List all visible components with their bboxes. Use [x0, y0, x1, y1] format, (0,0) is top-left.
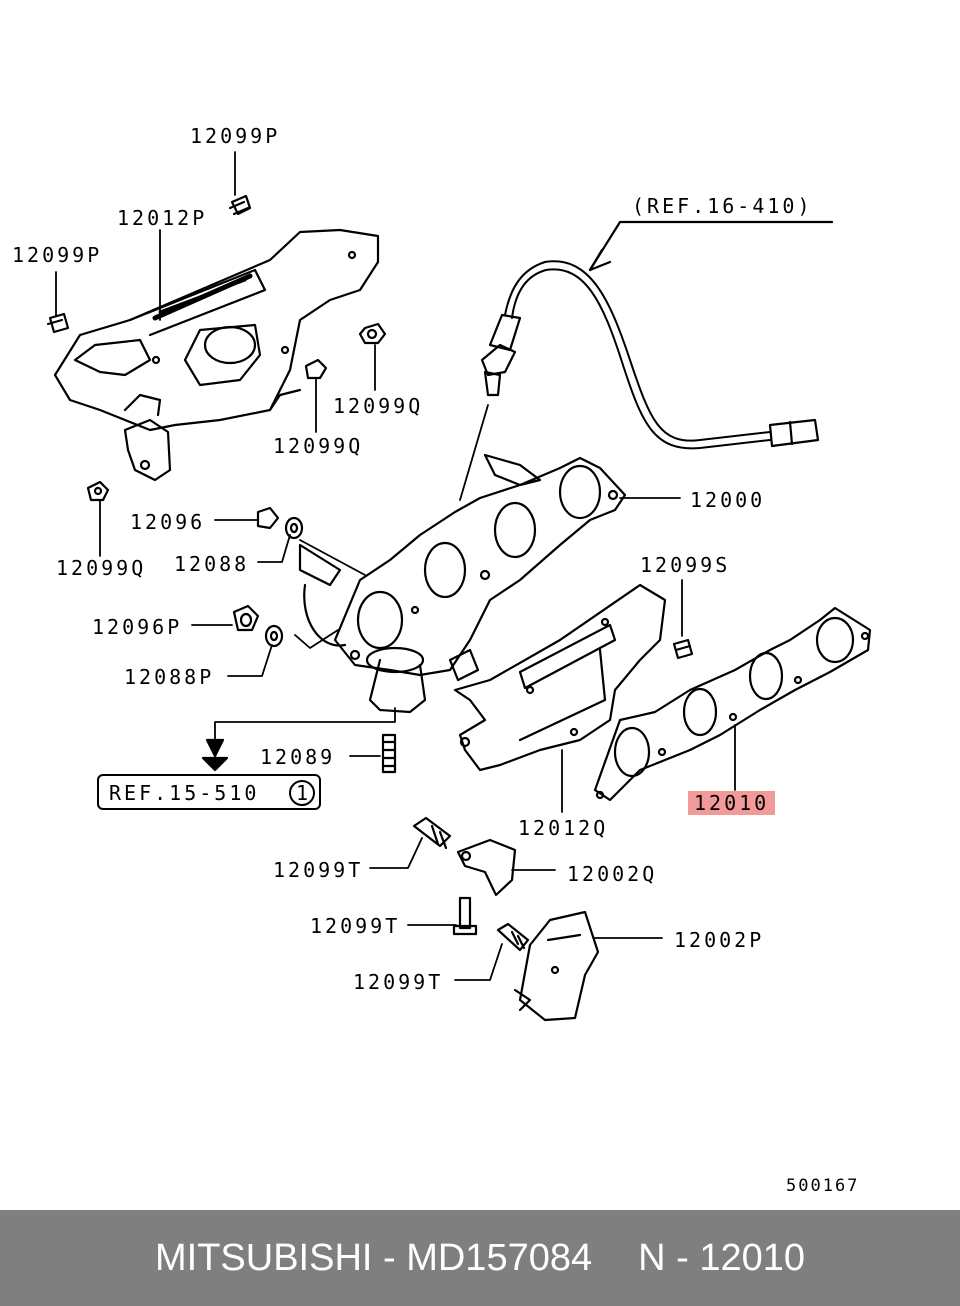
leader-lines [55, 151, 736, 981]
diagram-id: 500167 [786, 1176, 860, 1196]
callout-12012Q: 12012Q [518, 816, 609, 840]
callout-12099S: 12099S [640, 553, 731, 577]
callout-12089: 12089 [260, 745, 336, 769]
callout-12088: 12088 [174, 552, 250, 576]
heat-shield-upper [53, 228, 380, 482]
bolt-12099T-a [412, 816, 452, 850]
callout-12099Q-left: 12099Q [56, 556, 147, 580]
bolt-12099T-b [452, 896, 478, 936]
ref-box-text: REF.15-510 [109, 781, 260, 805]
parts-diagram: 12099P 12012P 12099P (REF.16-410) 12099Q… [12, 124, 872, 1196]
heat-shield-lower [453, 583, 667, 772]
callout-12099Q-right: 12099Q [333, 394, 424, 418]
ref-arrow-head [201, 756, 229, 772]
nut-12099Q-mid [304, 358, 328, 380]
callout-12096: 12096 [130, 510, 206, 534]
washer-12088 [284, 516, 304, 540]
nut-12096 [256, 506, 280, 530]
bracket-12002Q [456, 838, 517, 897]
callout-12002P: 12002P [674, 928, 765, 952]
callout-12099T-b: 12099T [310, 914, 401, 938]
callout-12088P: 12088P [124, 665, 215, 689]
ref-15-510-box: REF.15-510 1 [97, 774, 321, 810]
oxygen-sensor-harness [480, 220, 834, 450]
nut-12099Q-right [358, 322, 387, 345]
footer-callout-ref: N - 12010 [638, 1236, 806, 1279]
footer-bar: MITSUBISHI - MD157084 N - 12010 [0, 1210, 960, 1306]
callout-12099T-a: 12099T [273, 858, 364, 882]
callout-12099Q-mid: 12099Q [273, 434, 364, 458]
manifold-gasket [593, 606, 872, 802]
bracket-12002P [513, 910, 600, 1022]
callout-12012P: 12012P [117, 206, 208, 230]
exploded-view-drawing [46, 151, 872, 1022]
bolt-12099S [672, 638, 694, 660]
callout-12099P-top: 12099P [190, 124, 281, 148]
ref-arrow-down [205, 738, 225, 758]
callout-12096P: 12096P [92, 615, 183, 639]
bolt-12099P-top [228, 194, 252, 216]
bolt-12099P-left [46, 312, 70, 334]
callout-12099T-c: 12099T [353, 970, 444, 994]
exhaust-manifold [298, 453, 627, 714]
washer-12088P [264, 624, 284, 648]
bolt-12099T-c [496, 922, 530, 952]
stud-12089 [381, 733, 397, 774]
footer-brand-part-number: MITSUBISHI - MD157084 [154, 1236, 593, 1279]
callout-ref-16-410: (REF.16-410) [632, 194, 813, 218]
callout-12099P-left: 12099P [12, 243, 103, 267]
nut-12096P [232, 604, 260, 632]
callout-12000: 12000 [690, 488, 766, 512]
callout-12010-highlighted: 12010 [688, 791, 776, 815]
nut-12099Q-left [86, 480, 110, 502]
callout-12002Q: 12002Q [567, 862, 658, 886]
ref-box-circle-number: 1 [289, 780, 315, 806]
